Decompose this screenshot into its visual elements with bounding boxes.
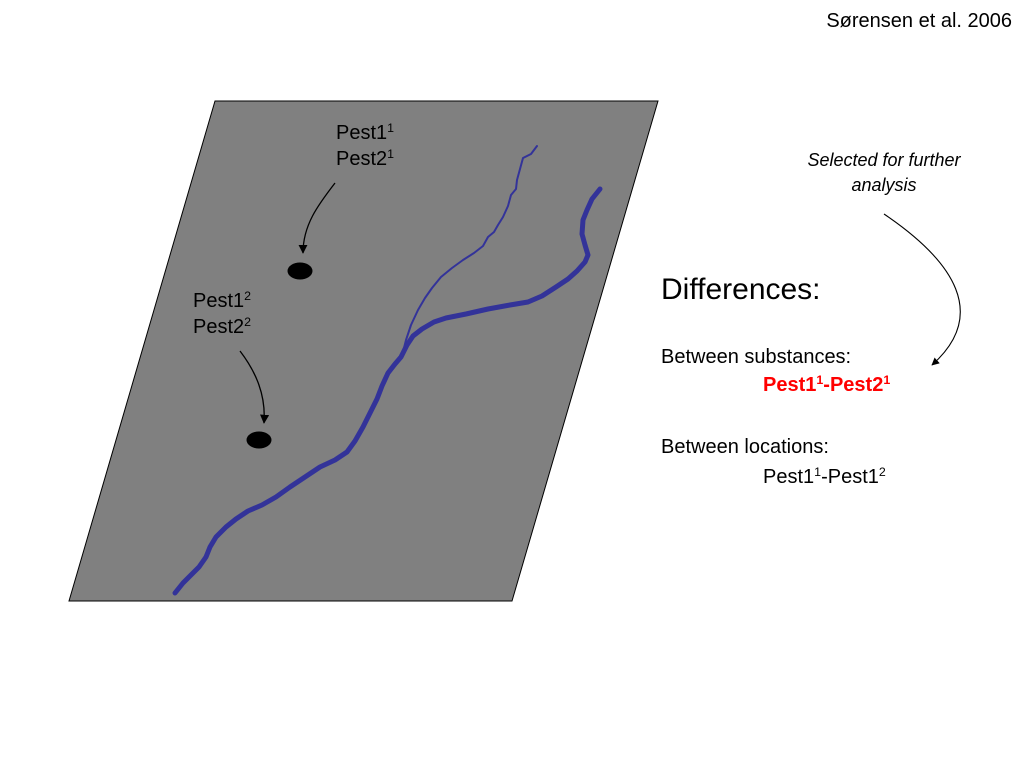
field-area — [68, 100, 659, 602]
arrow-to-upper-site — [298, 182, 336, 254]
arrow-selected-to-substances — [883, 213, 961, 366]
main-river — [172, 186, 603, 596]
site-upper-line-1: Pest11 — [336, 121, 395, 144]
differences-heading: Differences: — [661, 273, 821, 306]
tributary-river — [401, 145, 538, 357]
sampling-site-upper — [287, 262, 313, 280]
arrow-to-lower-site — [239, 350, 270, 424]
site-lower-labels: Pest12 Pest22 — [193, 288, 251, 340]
locations-comparison: Pest11-Pest12 — [763, 465, 886, 488]
site-lower-line-2: Pest22 — [193, 315, 252, 338]
substances-label: Between substances: — [661, 346, 852, 368]
substances-comparison: Pest11-Pest21 — [763, 373, 891, 396]
site-lower-line-1: Pest12 — [193, 289, 252, 312]
locations-label: Between locations: — [661, 436, 829, 458]
sampling-site-lower — [246, 431, 272, 449]
site-upper-line-2: Pest21 — [336, 147, 395, 170]
citation-label: Sørensen et al. 2006 — [826, 10, 1012, 32]
selected-annotation: Selected for further analysis — [807, 150, 961, 195]
site-upper-labels: Pest11 Pest21 — [336, 120, 394, 172]
